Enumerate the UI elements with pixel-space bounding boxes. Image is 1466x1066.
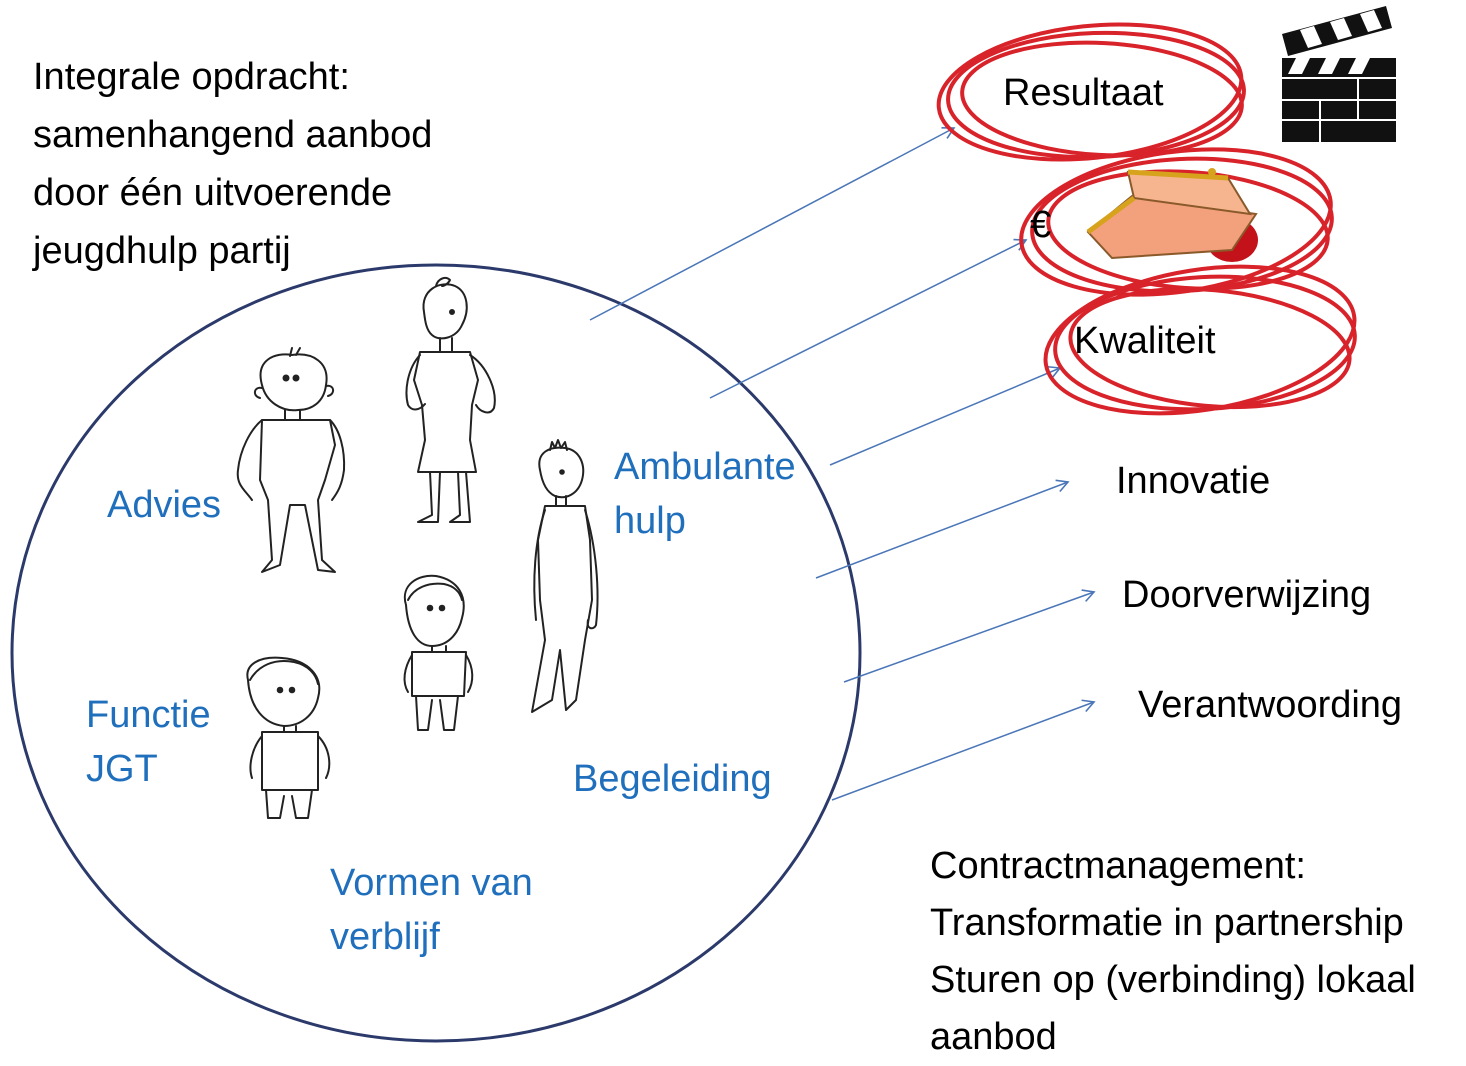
arrow-verantwoording: [831, 699, 1096, 801]
service-begeleiding: Begeleiding: [573, 752, 772, 806]
service-advies: Advies: [107, 478, 221, 532]
contract-line: aanbod: [930, 1016, 1057, 1058]
boy-figure-icon: [403, 574, 474, 731]
clapperboard-icon: [1282, 6, 1396, 142]
outcome-verantwoording: Verantwoording: [1138, 684, 1403, 726]
service-verblijf: Vormen van verblijf: [330, 856, 533, 964]
arrow-doorverwijzing: [843, 589, 1096, 683]
purse-icon: [1086, 168, 1258, 262]
service-ambulante-line: Ambulante: [614, 446, 796, 488]
service-functie-jgt: Functie JGT: [86, 688, 211, 796]
service-functie-line: Functie: [86, 694, 211, 736]
contract-line: Sturen op (verbinding) lokaal: [930, 959, 1416, 1001]
arrow-resultaat: [589, 127, 956, 321]
service-ambulante-hulp: Ambulante hulp: [614, 440, 796, 548]
outcome-innovatie: Innovatie: [1116, 460, 1271, 502]
tall-man-figure-icon: [531, 439, 599, 713]
arrow-innovatie: [815, 479, 1070, 579]
intro-line: jeugdhulp partij: [33, 230, 291, 272]
contract-line: Contractmanagement:: [930, 845, 1306, 887]
scribble-euro: [1019, 147, 1334, 297]
service-ambulante-line: hulp: [614, 500, 686, 542]
service-begeleiding-label: Begeleiding: [573, 758, 772, 800]
intro-line: Integrale opdracht:: [33, 56, 350, 98]
service-verblijf-line: verblijf: [330, 916, 440, 958]
arrow-euro: [709, 238, 1028, 399]
contract-line: Transformatie in partnership: [930, 902, 1404, 944]
service-ellipse: [10, 263, 862, 1043]
intro-text: Integrale opdracht: samenhangend aanbod …: [33, 48, 432, 280]
man-figure-icon: [236, 347, 346, 573]
outcome-doorverwijzing: Doorverwijzing: [1122, 574, 1372, 616]
connector-arrows: [589, 127, 1096, 801]
scribble-kwaliteit: [1043, 264, 1357, 416]
outcome-euro: €: [1030, 204, 1052, 246]
small-boy-figure-icon: [246, 656, 331, 819]
intro-line: samenhangend aanbod: [33, 114, 433, 156]
intro-line: door één uitvoerende: [33, 172, 393, 214]
outcome-kwaliteit: Kwaliteit: [1074, 320, 1216, 362]
scribble-resultaat: [936, 22, 1246, 162]
arrow-kwaliteit: [829, 365, 1062, 466]
people-sketch-icon: [236, 277, 599, 819]
service-advies-label: Advies: [107, 484, 222, 526]
woman-figure-icon: [405, 277, 496, 523]
service-verblijf-line: Vormen van: [330, 862, 533, 904]
service-functie-line: JGT: [86, 748, 158, 790]
outcome-resultaat: Resultaat: [1003, 72, 1164, 114]
contract-text: Contractmanagement: Transformatie in par…: [930, 838, 1416, 1066]
scribble-circles: [936, 22, 1357, 416]
